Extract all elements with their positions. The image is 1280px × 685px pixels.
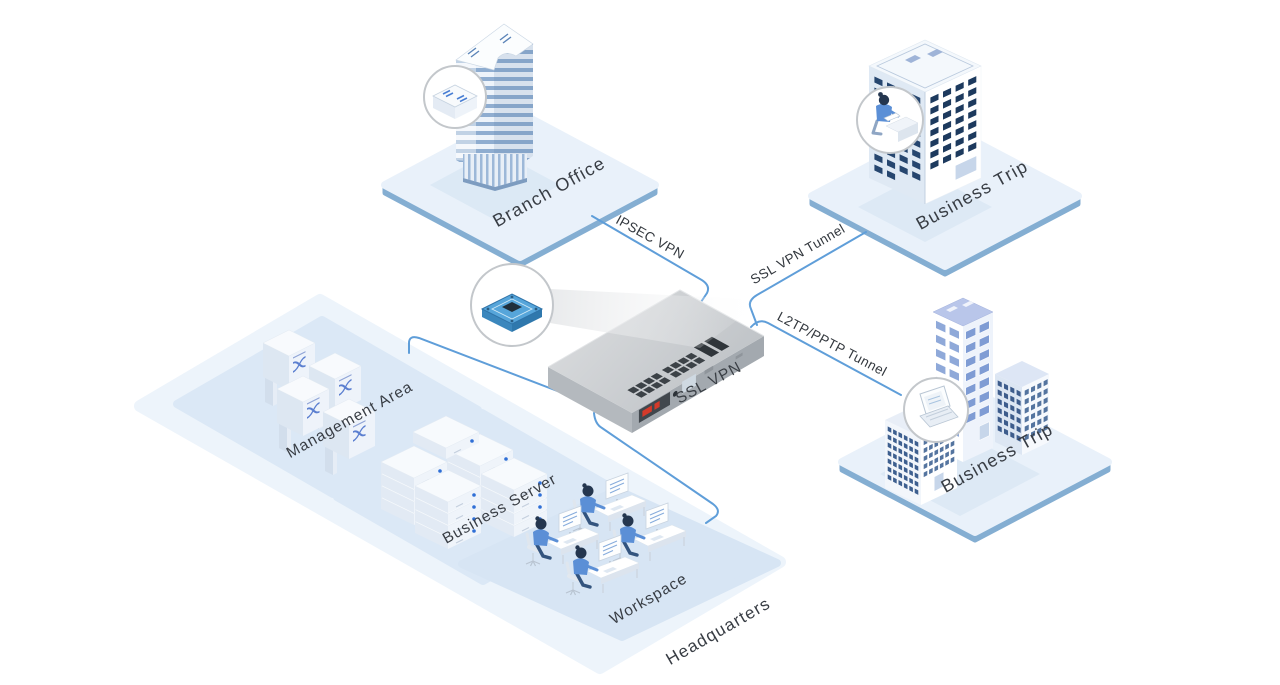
business-trip-top-badge	[856, 86, 924, 154]
branch-office-badge	[423, 65, 487, 129]
link-l2tp-pptp-tunnel	[750, 320, 902, 396]
annex-windows-left	[997, 380, 1021, 442]
lowrise-windows-left	[887, 426, 919, 495]
link-ipsec-vpn	[591, 215, 710, 303]
chip-badge	[470, 263, 554, 347]
tower-windows-right	[965, 320, 990, 441]
link-device-to-workspace	[593, 412, 719, 524]
business-trip-bottom-badge	[903, 377, 969, 443]
device-front-panel	[638, 352, 743, 423]
spotlight-beam	[550, 289, 764, 348]
chip-icon	[480, 293, 544, 332]
window-grid-right	[930, 76, 977, 180]
laptop-icon	[919, 385, 959, 428]
router-icon	[432, 84, 478, 119]
remote-worker-icon	[871, 92, 919, 142]
branch-office-building	[455, 23, 534, 191]
annex-windows-right	[1024, 379, 1048, 441]
